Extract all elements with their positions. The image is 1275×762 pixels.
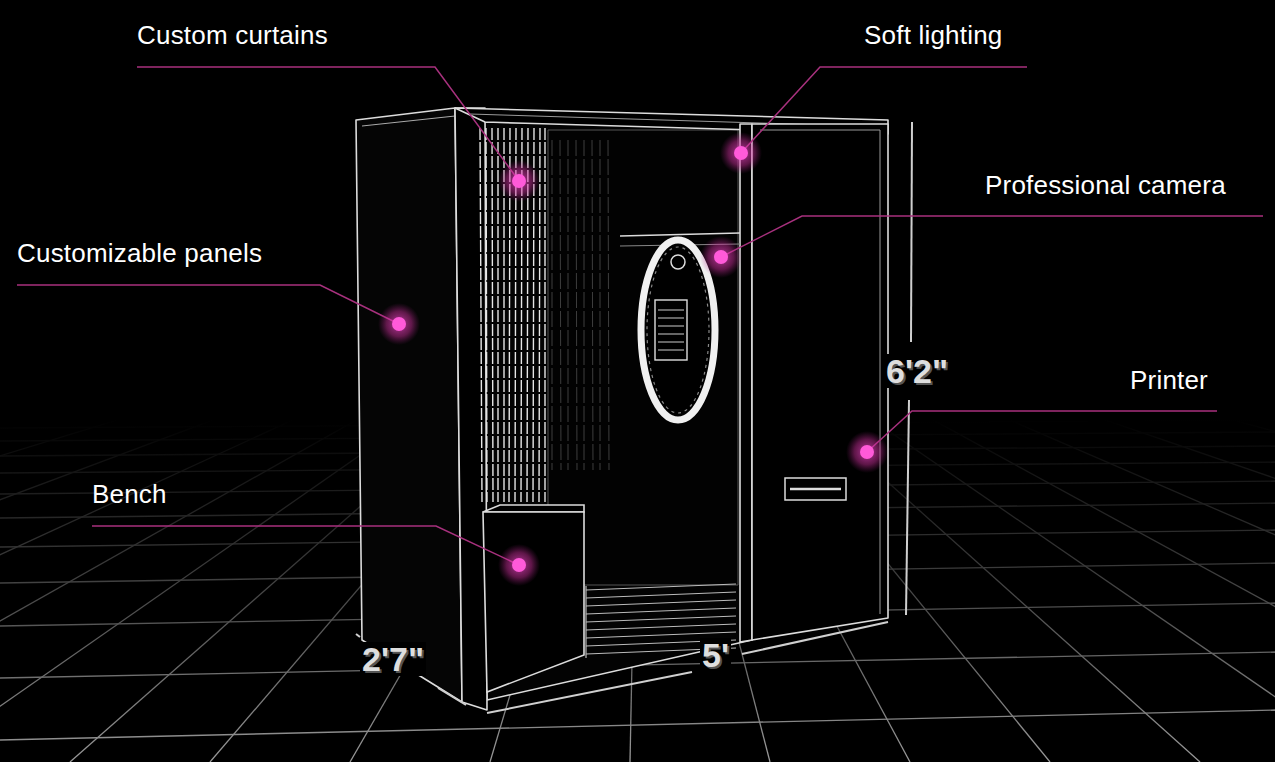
callout-label: Custom curtains (137, 22, 328, 48)
booth-wireframe (356, 108, 888, 710)
callout-label: Customizable panels (17, 240, 262, 266)
custom-curtain (480, 128, 545, 502)
callout-label: Soft lighting (864, 22, 1002, 48)
callout-label: Professional camera (985, 172, 1226, 198)
back-curtain (552, 140, 609, 470)
dimension-label: 6'2" (884, 354, 950, 388)
leader-lines (17, 67, 1263, 565)
dimension-label: 5' (700, 638, 731, 672)
dimension-lines (356, 122, 912, 713)
callout-label: Bench (92, 481, 167, 507)
printer-slot (785, 478, 846, 500)
bench (483, 505, 584, 692)
callout-label: Printer (1130, 367, 1208, 393)
callout-dots (378, 132, 888, 586)
dimension-label: 2'7" (360, 642, 426, 676)
